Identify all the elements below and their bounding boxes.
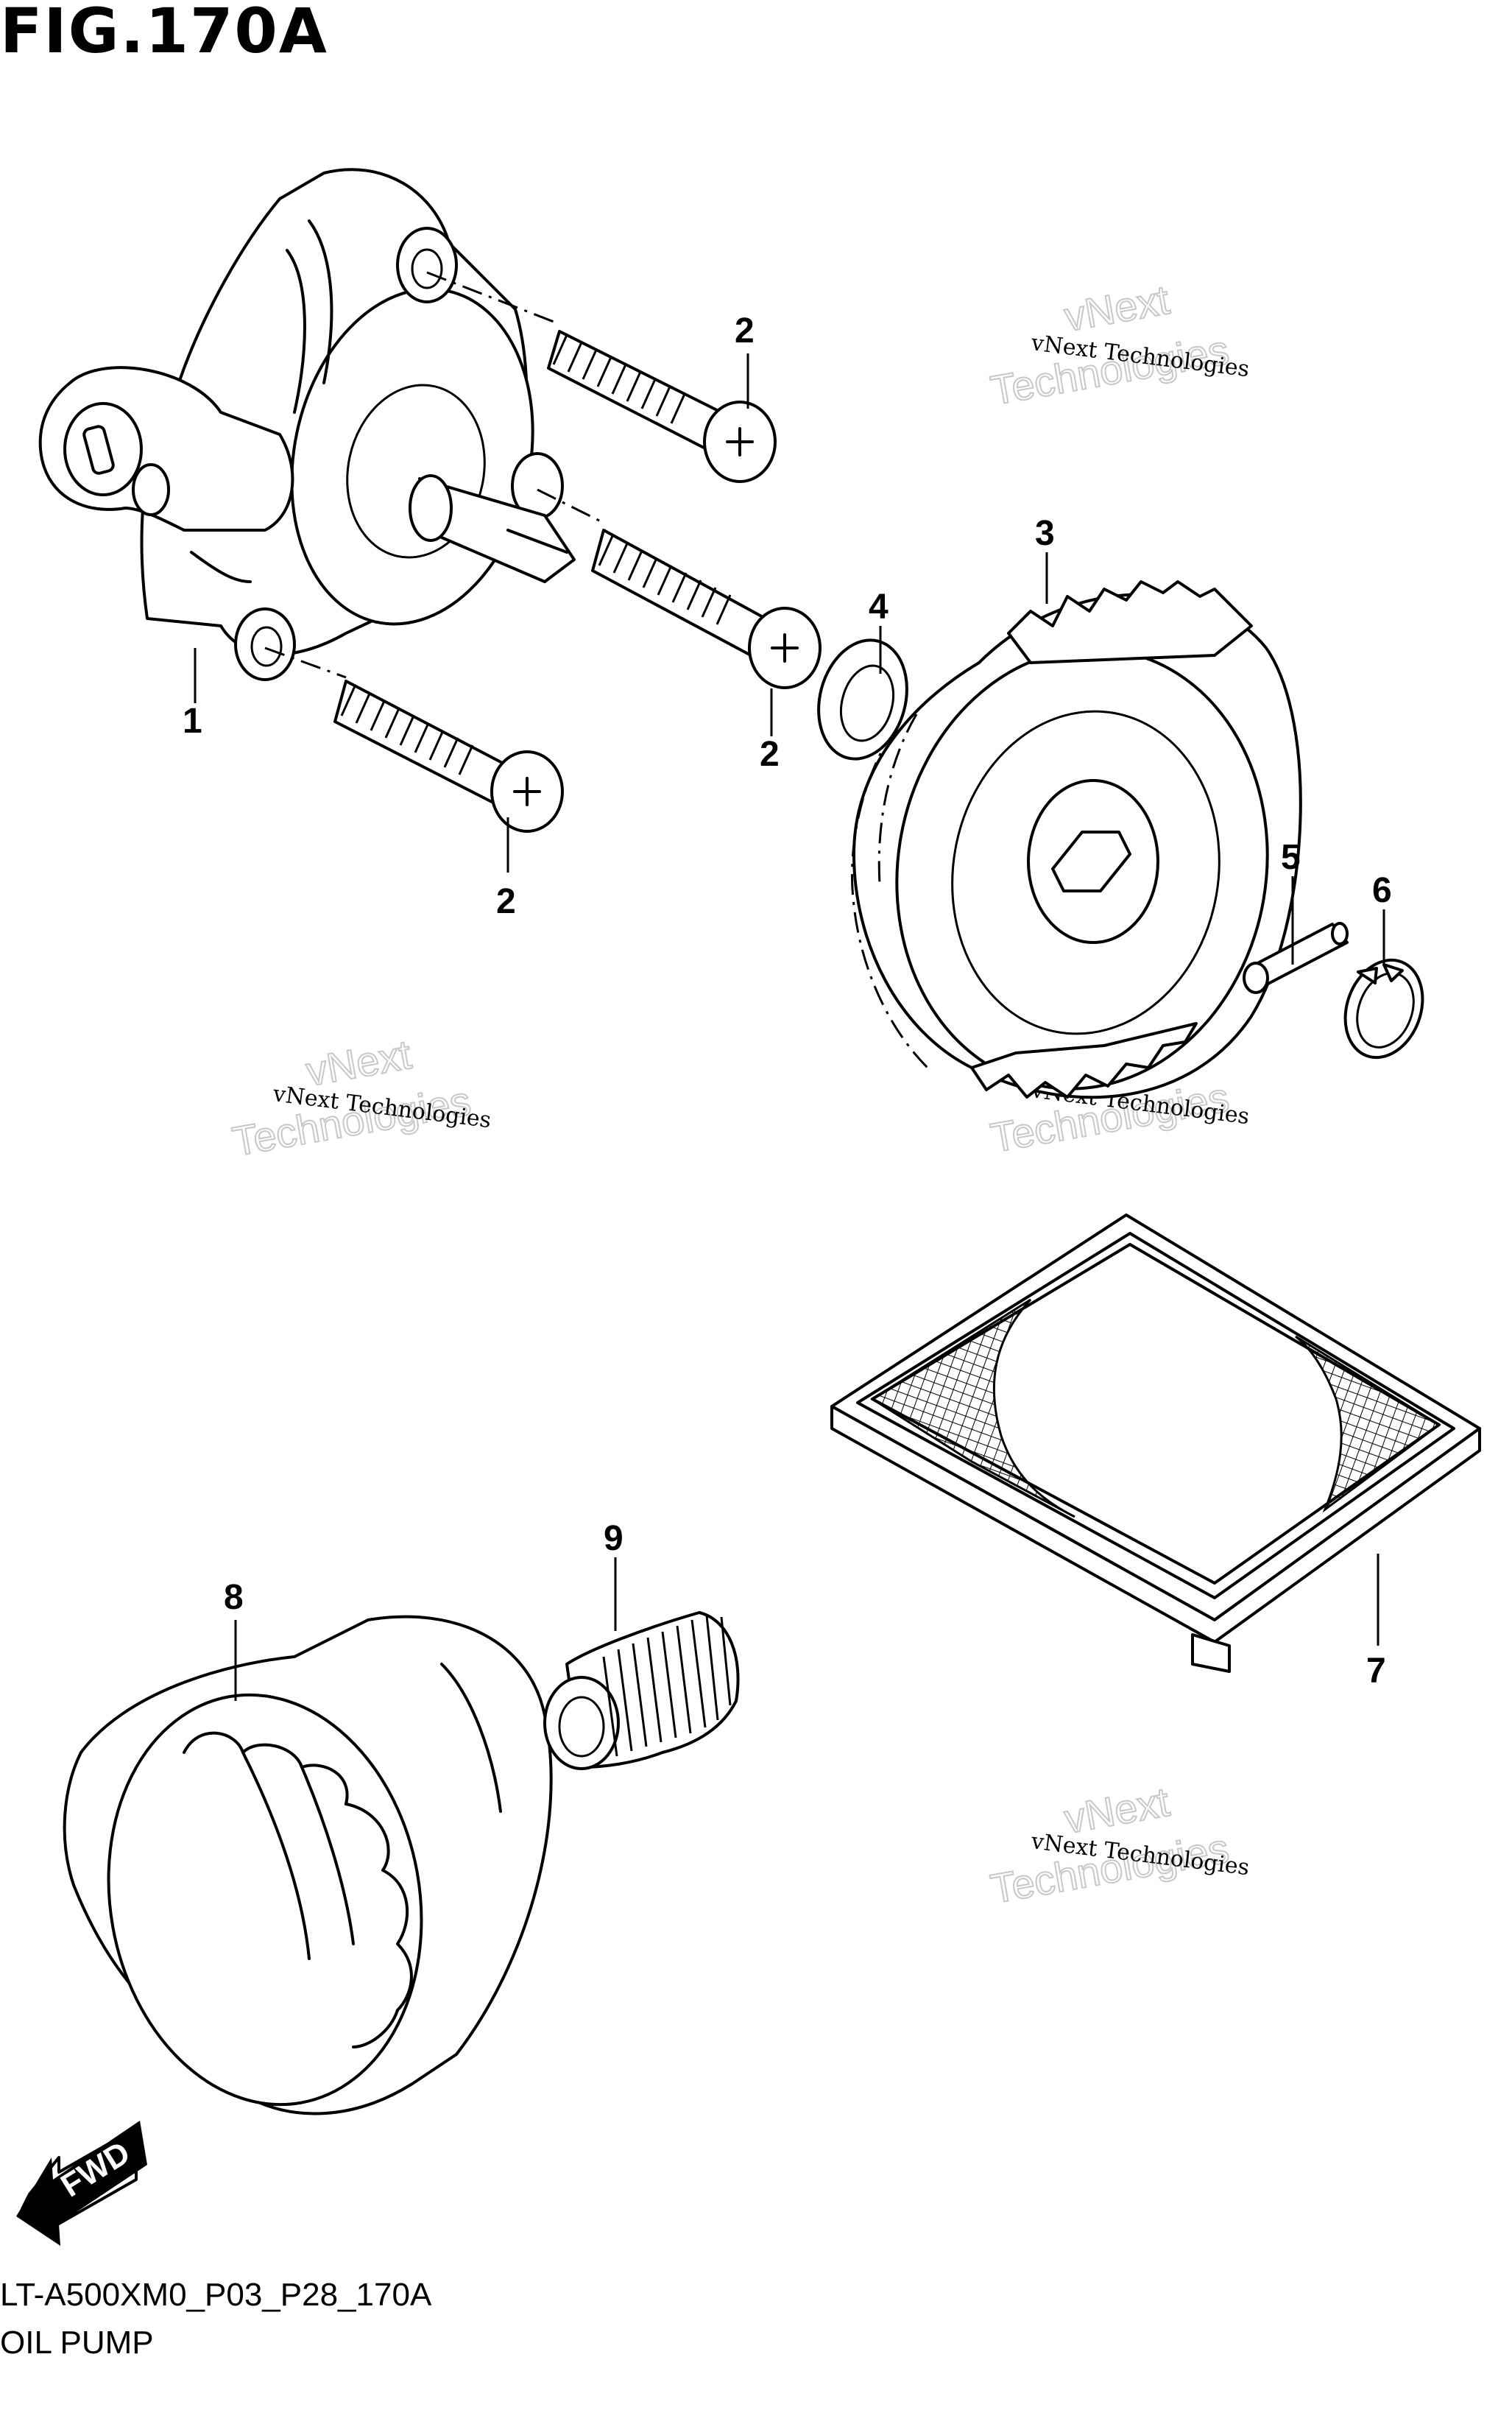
centerline-screw-upper [426, 271, 560, 325]
screw-middle [591, 529, 822, 689]
callout-3: 3 [1035, 514, 1055, 553]
callout-6: 6 [1372, 871, 1392, 910]
oil-filter [63, 1615, 553, 2115]
washer [817, 638, 908, 761]
oil-pump-gear [850, 580, 1302, 1099]
reference-number: LT-A500XM0_P03_P28_170A [0, 2277, 432, 2313]
centerline-screw-lower [264, 646, 347, 679]
callout-2b: 2 [760, 735, 780, 774]
circlip [1343, 958, 1424, 1060]
screw-upper [547, 330, 777, 483]
callout-8: 8 [224, 1578, 244, 1617]
oil-strainer [830, 1213, 1481, 1673]
svg-text:vNext: vNext [1061, 1778, 1173, 1842]
callout-1: 1 [183, 702, 202, 741]
diagram-caption: OIL PUMP [0, 2325, 154, 2361]
union-nipple [543, 1611, 740, 1770]
callout-2a: 2 [735, 311, 755, 350]
watermark-top-right: vNext Technologies vNext Technologies [986, 275, 1251, 415]
figure-title: FIG.170A [0, 0, 328, 67]
watermark-mid-left: vNext Technologies vNext Technologies [228, 1030, 492, 1166]
callout-9: 9 [604, 1519, 623, 1558]
pin [1243, 922, 1349, 994]
svg-text:vNext: vNext [303, 1031, 414, 1095]
centerline-screw-middle [537, 488, 604, 524]
callout-leaders [194, 353, 1385, 1701]
screw-lower [333, 680, 564, 833]
fwd-arrow-icon: FWD [16, 2121, 147, 2246]
callout-5: 5 [1281, 838, 1301, 877]
callout-7: 7 [1366, 1652, 1386, 1691]
svg-text:vNext: vNext [1061, 276, 1173, 340]
callout-2c: 2 [496, 882, 516, 921]
oil-pump-body [38, 168, 576, 681]
watermark-bottom-right: vNext Technologies vNext Technologies [986, 1777, 1251, 1913]
callout-4: 4 [869, 588, 889, 627]
